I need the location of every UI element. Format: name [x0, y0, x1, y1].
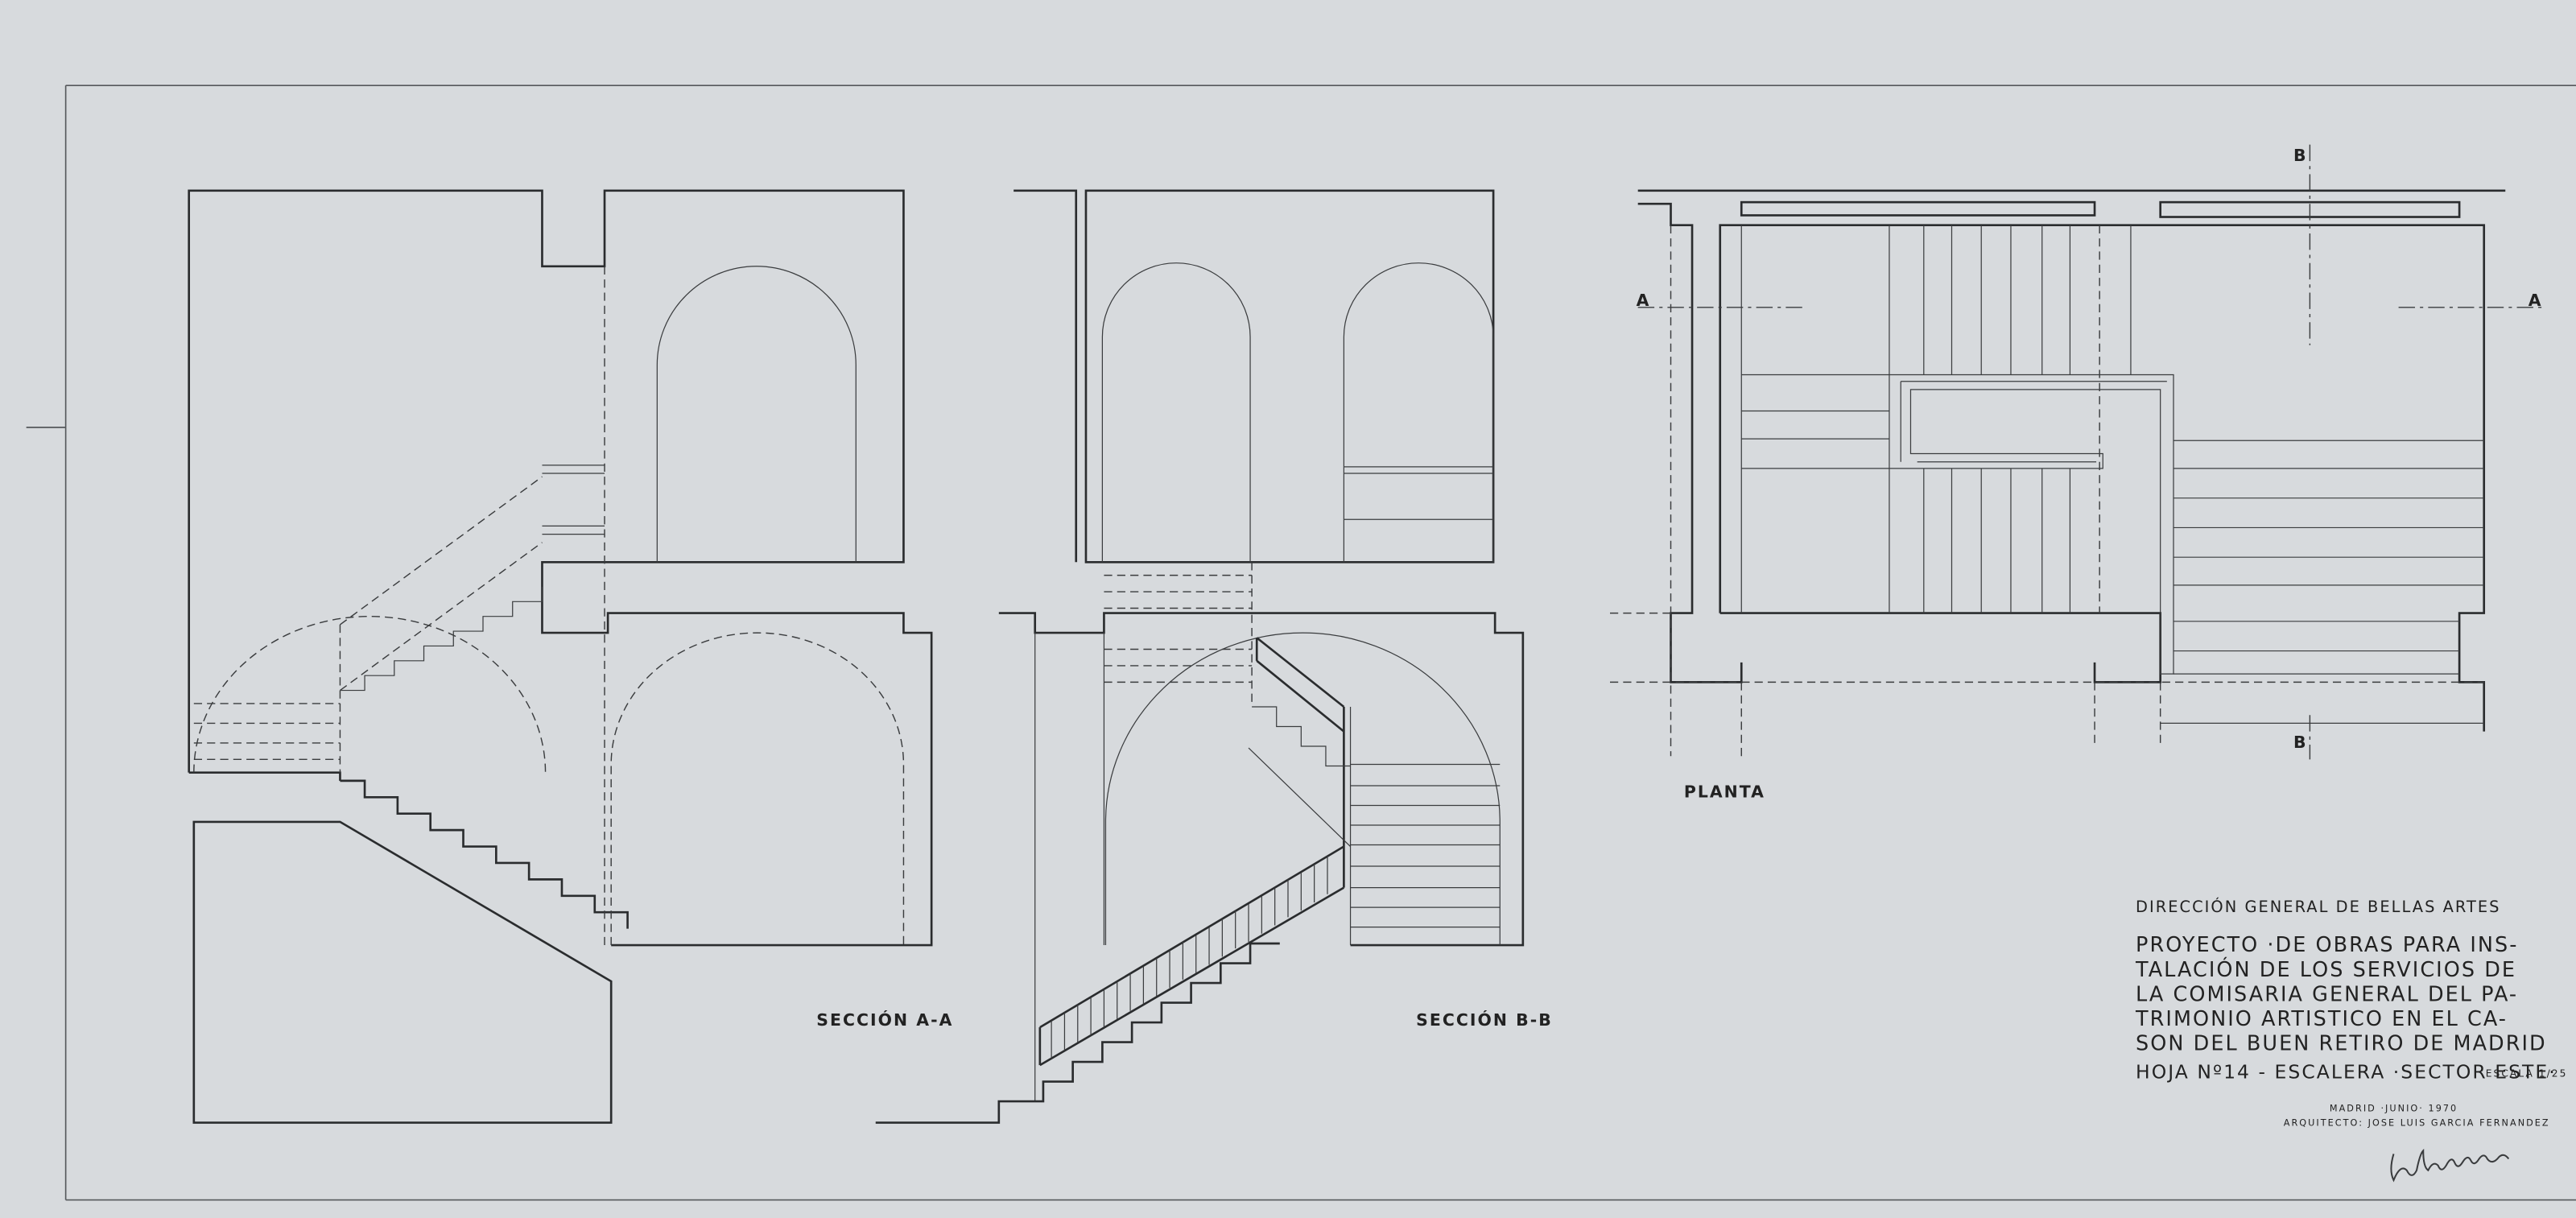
project-line-2: TALACIÓN DE LOS SERVICIOS DE: [2135, 957, 2516, 982]
plan-cut-b-bottom: B: [2293, 733, 2308, 752]
architect-signature: [2390, 1148, 2510, 1183]
plan-drawing: A A B B PLANTA: [1610, 144, 2547, 801]
sheet-frame: [26, 85, 2576, 1201]
sheet-title: HOJA Nº14 - ESCALERA ·SECTOR ESTE·: [2136, 1060, 2557, 1083]
plan-label: PLANTA: [1684, 782, 1765, 801]
project-line-5: SON DEL BUEN RETIRO DE MADRID: [2136, 1032, 2547, 1056]
institution-title: DIRECCIÓN GENERAL DE BELLAS ARTES: [2136, 897, 2500, 916]
architect-name: ARQUITECTO: JOSE LUIS GARCIA FERNANDEZ: [2284, 1118, 2550, 1129]
plan-cut-a-left: A: [1637, 291, 1651, 310]
section-b-b-drawing: SECCIÓN B-B: [875, 189, 1553, 1124]
project-line-1: PROYECTO ·DE OBRAS PARA INS-: [2136, 933, 2518, 957]
stair-railing-balusters: [1051, 856, 1328, 1059]
section-a-a-drawing: SECCIÓN A-A: [188, 189, 953, 1124]
project-line-4: TRIMONIO ARTISTICO EN EL CA-: [2135, 1007, 2508, 1031]
project-line-3: LA COMISARIA GENERAL DEL PA-: [2136, 982, 2518, 1006]
plan-cut-b-top: B: [2293, 146, 2308, 165]
plan-cut-a-right: A: [2529, 291, 2543, 310]
title-block: DIRECCIÓN GENERAL DE BELLAS ARTES PROYEC…: [2135, 897, 2568, 1183]
place-date: MADRID ·JUNIO· 1970: [2330, 1103, 2458, 1113]
section-b-label: SECCIÓN B-B: [1416, 1009, 1553, 1030]
drawing-scale: ESCALA 1/25: [2486, 1067, 2568, 1079]
section-a-label: SECCIÓN A-A: [816, 1009, 953, 1030]
